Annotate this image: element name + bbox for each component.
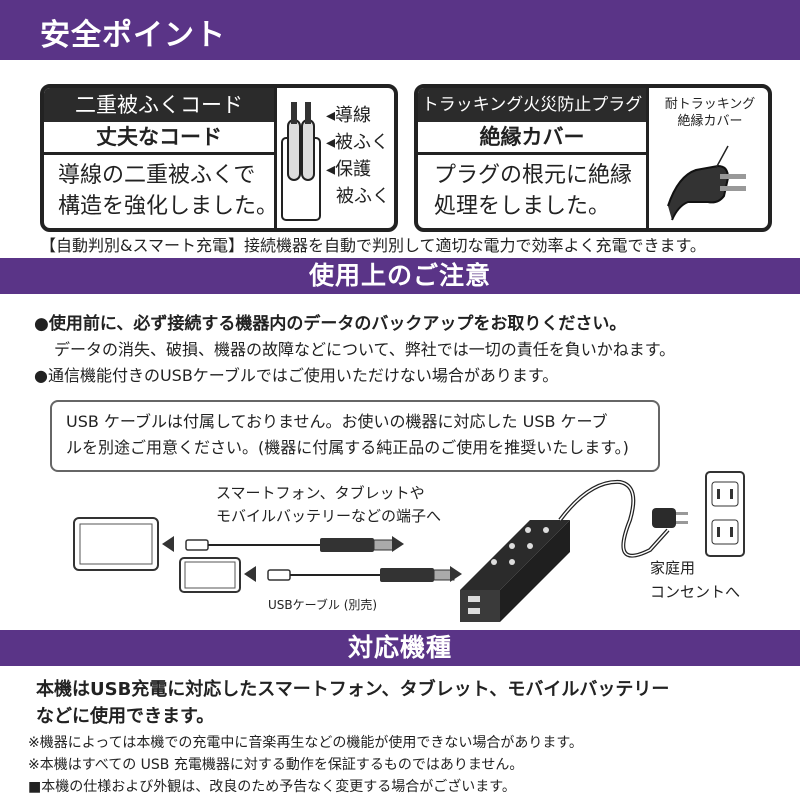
card2-body-line1: プラグの根元に絶縁 (434, 163, 633, 188)
diagram-device-label: スマートフォン、タブレットや モバイルバッテリーなどの端子へ (216, 482, 441, 528)
card1-subheading: 丈夫なコード (44, 122, 274, 155)
card2-divider (646, 88, 649, 228)
card2-subheading: 絶縁カバー (418, 122, 646, 155)
double-coating-card: 二重被ふくコード 丈夫なコード 導線の二重被ふくで 構造を強化しました。 ◂導線… (40, 84, 398, 232)
label-wire-text: 導線 (335, 105, 372, 126)
header-band: 安全ポイント (0, 0, 800, 60)
diagram-cable-label: USBケーブル (別売) (268, 598, 378, 612)
label-protect2: 被ふく (336, 186, 390, 207)
caution-band: 使用上のご注意 (0, 258, 800, 294)
caution-bullet1-sub: データの消失、破損、機器の故障などについて、弊社では一切の責任を負いかねます。 (54, 340, 676, 359)
models-note2: ※本機はすべての USB 充電機器に対する動作を保証するものではありません。 (28, 757, 524, 773)
auto-detect-text: 【自動判別&スマート充電】接続機器を自動で判別して適切な電力で効率よく充電できま… (40, 236, 706, 255)
label-cover-text: 被ふく (335, 132, 390, 153)
outlet-icon (705, 471, 745, 557)
plug-icon (667, 145, 746, 221)
models-title: 対応機種 (347, 633, 452, 662)
cable-note-line1: USB ケーブルは付属しておりません。お使いの機器に対応した USB ケーブ (66, 412, 608, 431)
cable-top (162, 536, 404, 552)
card2-body: プラグの根元に絶縁 処理をしました。 (434, 160, 632, 222)
card2-heading: トラッキング火災防止プラグ (418, 88, 646, 122)
label-wire: ◂導線 (326, 105, 372, 126)
tablet-icon (73, 517, 159, 571)
cable-illustration-icon (281, 102, 321, 221)
connection-diagram (73, 471, 745, 622)
card2-label: 耐トラッキング 絶縁カバー (658, 96, 762, 130)
diagram-device-line2: モバイルバッテリーなどの端子へ (216, 507, 442, 525)
card1-divider (274, 88, 277, 228)
card1-body-line1: 導線の二重被ふくで (58, 163, 256, 188)
models-notes: ※機器によっては本機での充電中に音楽再生などの機能が使用できない場合があります。… (28, 732, 583, 798)
card1-body: 導線の二重被ふくで 構造を強化しました。 (58, 160, 278, 222)
card1-body-line2: 構造を強化しました。 (58, 194, 279, 219)
diagram-outlet-label: 家庭用 コンセントへ (650, 556, 740, 604)
models-note1: ※機器によっては本機での充電中に音楽再生などの機能が使用できない場合があります。 (28, 735, 583, 751)
diagram-device-line1: スマートフォン、タブレットや (216, 484, 425, 502)
label-protect: ◂保護 (326, 159, 372, 180)
card2-label-line1: 耐トラッキング (664, 97, 756, 112)
power-strip-icon (460, 520, 570, 622)
diagram-outlet-line2: コンセントへ (650, 583, 741, 601)
card2-body-line2: 処理をしました。 (434, 194, 611, 219)
models-text: 本機はUSB充電に対応したスマートフォン、タブレット、モバイルバッテリー などに… (36, 676, 669, 730)
tracking-plug-card: トラッキング火災防止プラグ 絶縁カバー プラグの根元に絶縁 処理をしました。 耐… (414, 84, 772, 232)
cable-note-box: USB ケーブルは付属しておりません。お使いの機器に対応した USB ケーブ ル… (50, 400, 660, 472)
phone-icon (179, 557, 241, 593)
models-band: 対応機種 (0, 630, 800, 666)
card2-label-line2: 絶縁カバー (677, 114, 743, 129)
plug-small-icon (652, 508, 688, 528)
page-title: 安全ポイント (40, 18, 226, 53)
models-note3: ■本機の仕様および外観は、改良のため予告なく変更する場合がございます。 (28, 779, 516, 795)
card1-labels: ◂導線 ◂被ふく ◂保護 被ふく (326, 102, 390, 210)
label-protect-text: 保護 (335, 159, 372, 180)
diagram-outlet-line1: 家庭用 (650, 559, 696, 577)
models-line1: 本機はUSB充電に対応したスマートフォン、タブレット、モバイルバッテリー (36, 679, 670, 700)
caution-bullet2: ●通信機能付きのUSBケーブルではご使用いただけない場合があります。 (34, 366, 559, 385)
cable-note-line2: ルを別途ご用意ください。(機器に付属する純正品のご使用を推奨いたします。) (66, 438, 629, 457)
caution-bullet1: ●使用前に、必ず接続する機器内のデータのバックアップをお取りください。 (34, 314, 627, 334)
label-cover: ◂被ふく (326, 132, 390, 153)
cable-bottom (244, 566, 462, 582)
card1-heading: 二重被ふくコード (44, 88, 274, 122)
caution-title: 使用上のご注意 (308, 261, 491, 290)
models-line2: などに使用できます。 (36, 706, 215, 727)
